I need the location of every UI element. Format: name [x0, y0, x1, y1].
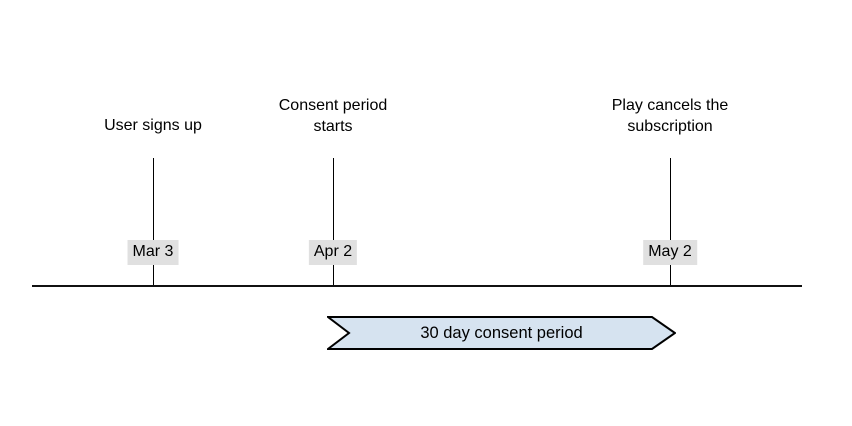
event-title-consent-period-starts: Consent period starts	[278, 97, 388, 135]
event-date-user-signs-up: Mar 3	[127, 240, 179, 265]
event-date-play-cancels-subscription: May 2	[643, 240, 697, 265]
timeline-axis	[32, 285, 802, 287]
event-title-play-cancels-subscription: Play cancels the subscription	[611, 97, 729, 135]
event-title-user-signs-up: User signs up	[104, 117, 202, 134]
event-stem-consent-period-starts	[333, 158, 334, 285]
event-date-consent-period-starts: Apr 2	[308, 240, 358, 265]
event-stem-user-signs-up	[153, 158, 154, 285]
event-stem-play-cancels-subscription	[670, 158, 671, 285]
consent-period-banner-shape	[327, 316, 676, 350]
consent-period-banner: 30 day consent period	[327, 316, 676, 350]
double-chevron-shape	[327, 316, 676, 350]
